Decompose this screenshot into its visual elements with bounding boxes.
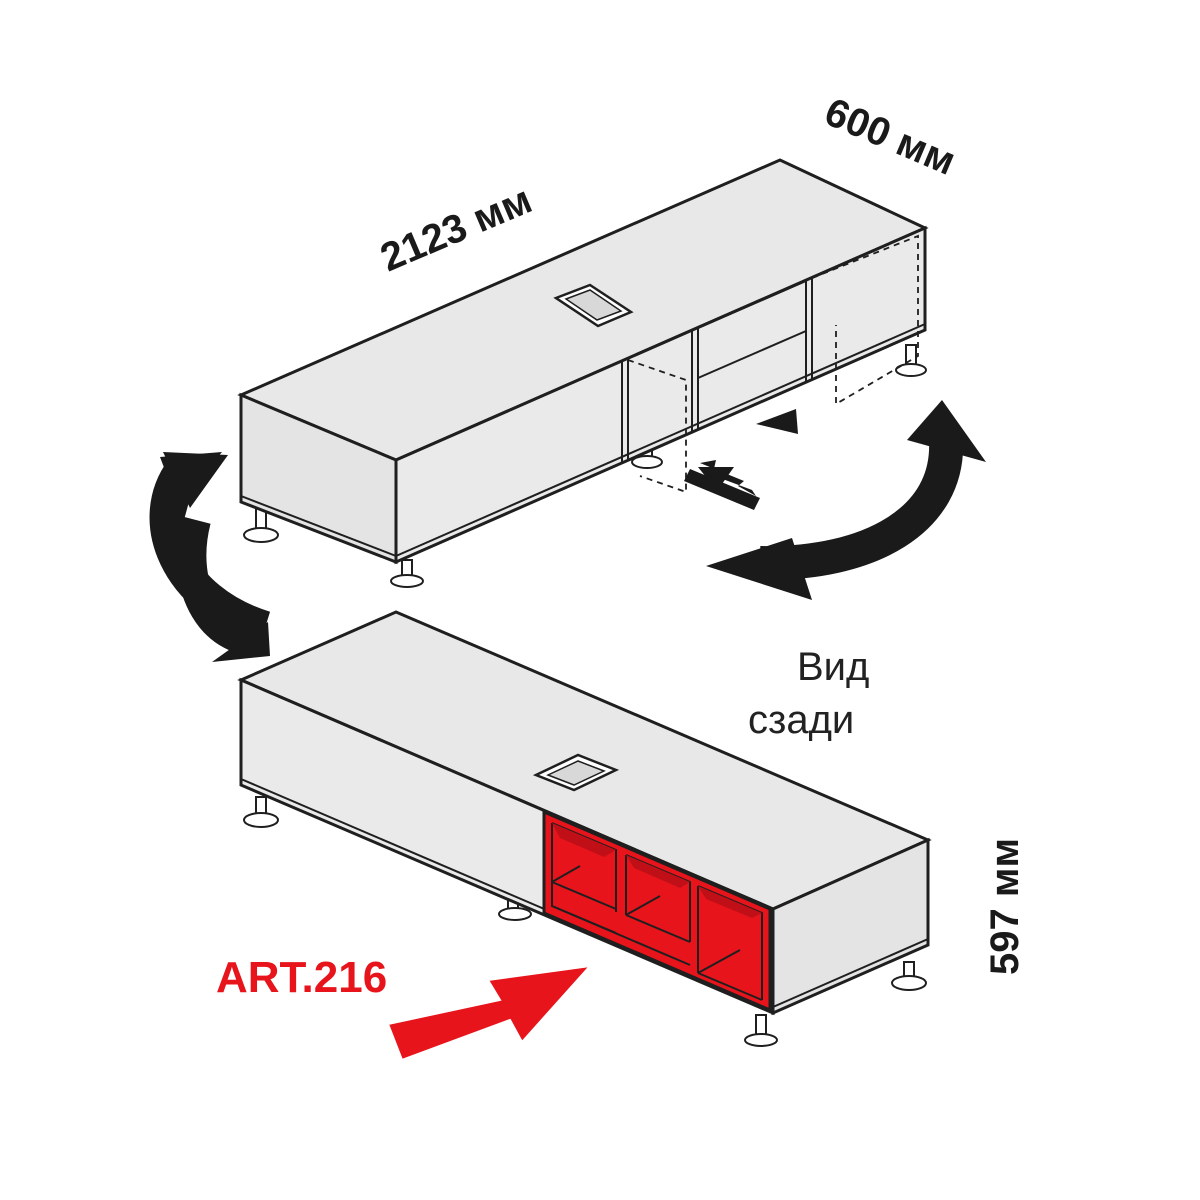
cabinet-rear-view: [237, 158, 929, 588]
cable-grommet-top: [553, 283, 634, 328]
cabinet-compartments: [621, 277, 813, 462]
height-dimension-label: 597 мм: [983, 838, 1027, 975]
rotate-left-arrow-icon: [149, 452, 271, 662]
cabinet-front-view: [237, 610, 932, 1047]
cabinet-rear-legs: [243, 344, 927, 588]
insert-arrow-icon: [684, 460, 760, 510]
small-pointer-icon: [756, 409, 798, 434]
view-label-line2: сзади: [748, 698, 854, 742]
article-arrow-icon: [386, 964, 593, 1062]
rotate-right-arrow-icon: [706, 400, 986, 600]
view-label-line1: Вид: [797, 645, 869, 689]
length-dimension-label: 2123 мм: [374, 178, 538, 281]
cabinet-front-legs: [243, 796, 927, 1047]
article-label: ART.216: [216, 953, 387, 1002]
open-shelf-module: [542, 809, 772, 1013]
dashed-flap-outlines: [627, 234, 919, 494]
cabinet-end-panel-front: [771, 837, 930, 1016]
cable-grommet-front: [532, 753, 620, 792]
depth-dimension-label: 600 мм: [818, 90, 961, 184]
